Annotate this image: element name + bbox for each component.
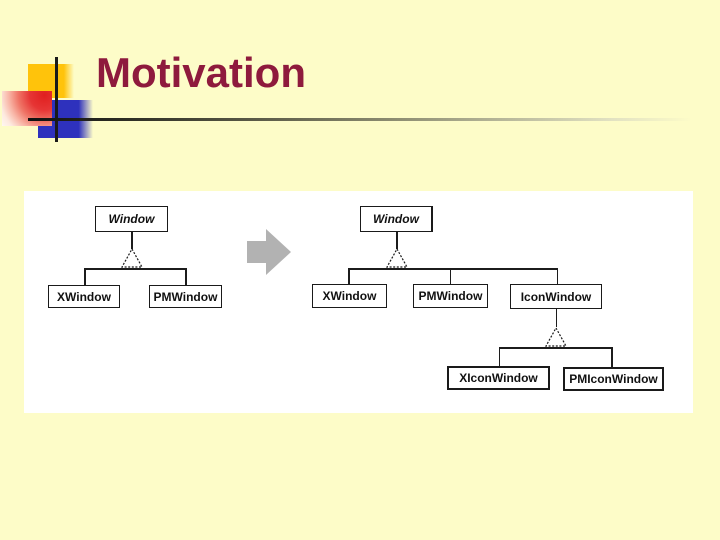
class-box-pmiconwindow: PMIconWindow (563, 367, 664, 391)
class-box-xwindow-after: XWindow (312, 284, 387, 308)
class-box-pmwindow-after: PMWindow (413, 284, 488, 308)
class-box-window-after: Window (360, 206, 433, 232)
connector-drop (84, 268, 86, 285)
connector-horizontal (84, 268, 186, 270)
connector-drop (449, 268, 451, 284)
connector-drop (556, 268, 558, 284)
connector-drop (348, 268, 350, 284)
decor-vertical-line (55, 57, 58, 142)
connector-drop (611, 347, 613, 367)
class-box-xwindow-before: XWindow (48, 285, 120, 308)
connector-stem (555, 309, 557, 327)
connector-drop (184, 268, 187, 285)
connector-stem (396, 232, 398, 249)
class-box-window-before: Window (95, 206, 168, 232)
inheritance-triangle-icon (386, 248, 408, 268)
connector-stem (131, 232, 133, 249)
right-block-arrow-icon (247, 229, 291, 275)
connector-horizontal (498, 347, 613, 349)
connector-horizontal (348, 268, 558, 270)
inheritance-triangle-icon (545, 327, 567, 347)
connector-drop (498, 347, 500, 366)
class-box-pmwindow-before: PMWindow (149, 285, 222, 308)
class-box-iconwindow: IconWindow (510, 284, 602, 309)
slide-title: Motivation (96, 49, 306, 96)
decor-horizontal-rule (28, 118, 692, 121)
diagram-panel: Window XWindow PMWindow Window XWindow P… (24, 191, 693, 413)
inheritance-triangle-icon (121, 248, 143, 268)
class-box-xiconwindow: XIconWindow (447, 366, 550, 390)
